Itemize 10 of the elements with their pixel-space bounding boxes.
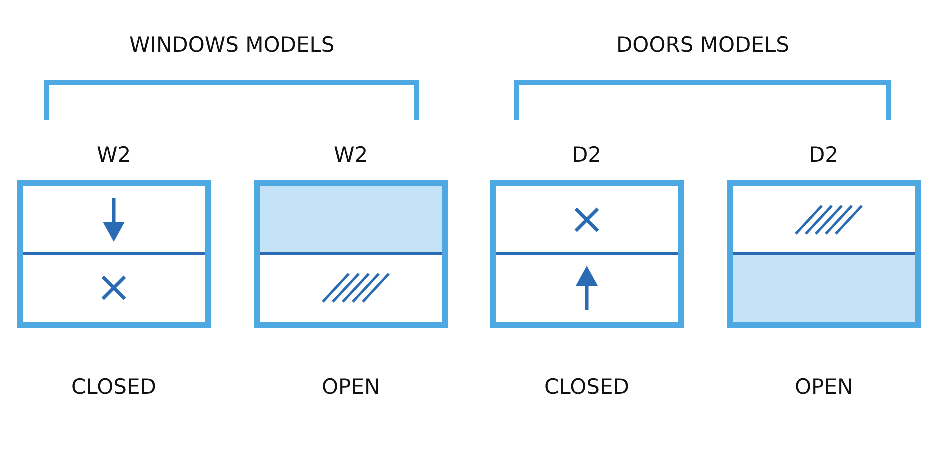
model-label: W2 [97,142,132,169]
state-label: OPEN [795,374,854,401]
group-heading: WINDOWS MODELS [130,32,335,59]
model-label: D2 [809,142,839,169]
model-label: D2 [572,142,602,169]
model-label: W2 [334,142,368,169]
state-label: CLOSED [544,374,630,401]
state-label: OPEN [322,374,380,401]
state-label: CLOSED [72,374,156,401]
group-heading: DOORS MODELS [616,32,790,59]
